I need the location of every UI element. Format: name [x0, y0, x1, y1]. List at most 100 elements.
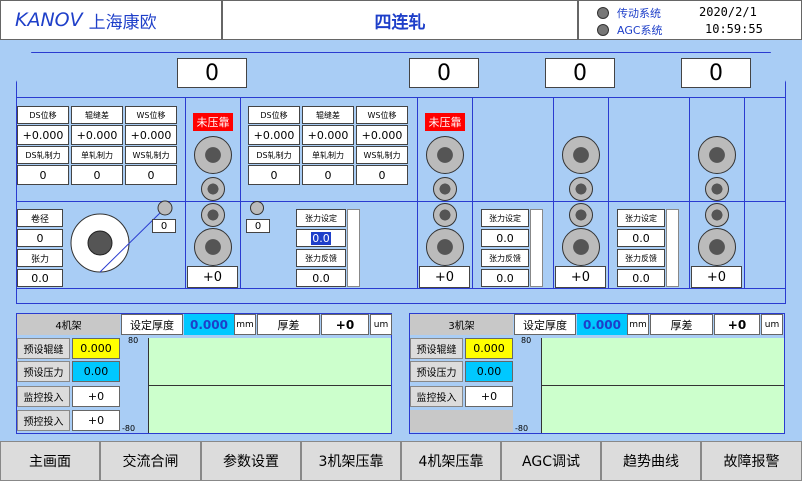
stand2-work-roll-top [569, 177, 593, 201]
coil-tension-value: 0.0 [17, 269, 63, 287]
nav-stand4-press[interactable]: 4机架压靠 [401, 441, 501, 481]
grp-a-val-gap: +0.000 [71, 125, 123, 145]
stand3-yaxis-min: -80 [515, 424, 529, 433]
page-title: 四连轧 [374, 12, 426, 33]
grp-b-val-sf: 0 [302, 165, 354, 185]
coil-small-value-2: 0 [246, 219, 270, 233]
stand4-mm-unit: mm [234, 314, 256, 335]
grp-b-label-dsf: DS轧制力 [248, 146, 300, 164]
divider [472, 97, 473, 288]
coil-small-value-1: 0 [152, 219, 176, 233]
stand3-preset-force-value[interactable]: 0.00 [465, 361, 513, 382]
nav-alarm[interactable]: 故障报警 [701, 441, 802, 481]
grp-b-label-sf: 单轧制力 [302, 146, 354, 164]
mill-panel [16, 52, 786, 304]
stand3-monitor-button[interactable]: 监控投入 [410, 386, 463, 407]
stand4-preset-force-button[interactable]: 预设压力 [17, 361, 70, 382]
grp-a-label-ws: WS位移 [125, 106, 177, 124]
nav-agc-debug[interactable]: AGC调试 [501, 441, 601, 481]
stand3-um-unit: um [761, 314, 783, 335]
strip-line [16, 201, 786, 202]
tension3-fb-value: 0.0 [617, 269, 665, 287]
divider [608, 97, 609, 288]
stand4-backup-roll-top [194, 136, 232, 174]
stand4-preset-ctrl-button[interactable]: 预控投入 [17, 410, 70, 431]
divider [240, 97, 241, 288]
grp-b-label-ds: DS位移 [248, 106, 300, 124]
grp-b-label-ws: WS位移 [356, 106, 408, 124]
panel-bottom-line1 [16, 288, 786, 289]
stand3-set-thick-value[interactable]: 0.000 [577, 314, 627, 335]
tension2-set-value[interactable]: 0.0 [481, 229, 529, 247]
stand4-trend-plot [148, 338, 391, 433]
status-agc-label: AGC系统 [617, 24, 663, 37]
nav-params[interactable]: 参数设置 [201, 441, 301, 481]
coil-diameter-label: 卷径 [17, 209, 63, 227]
tension2-fb-label: 张力反馈 [481, 249, 529, 267]
stand3-diff-value: +0 [714, 314, 760, 335]
stand3-preset-gap-value[interactable]: 0.000 [465, 338, 513, 359]
stand1-work-roll-top [705, 177, 729, 201]
grp-a-val-ds: +0.000 [17, 125, 69, 145]
divider [553, 97, 554, 288]
stand4-preset-gap-value[interactable]: 0.000 [72, 338, 120, 359]
status-drive-label: 传动系统 [617, 7, 661, 20]
grp-b-label-gap: 辊缝差 [302, 106, 354, 124]
grp-a-val-ws: +0.000 [125, 125, 177, 145]
stand1-bottom-value: +0 [691, 266, 742, 288]
tension1-fb-label: 张力反馈 [296, 249, 346, 267]
header-date: 2020/2/1 [699, 5, 757, 19]
grp-a-label-wsf: WS轧制力 [125, 146, 177, 164]
stand1-work-roll-bottom [705, 203, 729, 227]
stand3-backup-roll-top [426, 136, 464, 174]
stand4-preset-force-value[interactable]: 0.00 [72, 361, 120, 382]
grp-a-label-dsf: DS轧制力 [17, 146, 69, 164]
grp-a-label-ds: DS位移 [17, 106, 69, 124]
nav-trend[interactable]: 趋势曲线 [601, 441, 701, 481]
stand1-backup-roll-bottom [698, 228, 736, 266]
tension2-set-label: 张力设定 [481, 209, 529, 227]
stand3-work-roll-bottom [433, 203, 457, 227]
stand2-work-roll-bottom [569, 203, 593, 227]
stand4-set-thick-label: 设定厚度 [121, 314, 183, 335]
coil-diameter-value: 0 [17, 229, 63, 247]
divider [185, 97, 186, 288]
header-status: 传动系统 AGC系统 2020/2/1 10:59:55 [578, 0, 802, 40]
stand4-bottom-value: +0 [187, 266, 238, 288]
stand4-yaxis-min: -80 [122, 424, 136, 433]
grp-a-val-wsf: 0 [125, 165, 177, 185]
stand2-bottom-value: +0 [555, 266, 606, 288]
stand3-preset-gap-button[interactable]: 预设辊缝 [410, 338, 463, 359]
stand4-um-unit: um [370, 314, 392, 335]
stand3-trend-plot [541, 338, 784, 433]
stand3-top-value: 0 [409, 58, 479, 88]
stand4-preset-gap-button[interactable]: 预设辊缝 [17, 338, 70, 359]
stand4-top-value: 0 [177, 58, 247, 88]
coil-graphic [70, 200, 173, 273]
stand4-set-thick-value[interactable]: 0.000 [184, 314, 234, 335]
stand4-plot-zero-line [149, 385, 391, 386]
tension3-set-value[interactable]: 0.0 [617, 229, 665, 247]
nav-ac-close[interactable]: 交流合闸 [100, 441, 201, 481]
stand1-top-value: 0 [681, 58, 751, 88]
header-time: 10:59:55 [705, 22, 763, 36]
tension1-bar [347, 209, 360, 287]
stand2-top-value: 0 [545, 58, 615, 88]
grp-a-val-dsf: 0 [17, 165, 69, 185]
tension2-fb-value: 0.0 [481, 269, 529, 287]
stand4-unpressed-badge: 未压靠 [193, 113, 233, 131]
stand3-preset-force-button[interactable]: 预设压力 [410, 361, 463, 382]
nav-stand3-press[interactable]: 3机架压靠 [301, 441, 401, 481]
status-lamp-drive [597, 7, 609, 19]
tension1-set-input[interactable]: 0.0 [296, 229, 346, 247]
stand4-preset-ctrl-value: +0 [72, 410, 120, 431]
brand-cn: 上海康欧 [88, 12, 157, 33]
divider [417, 97, 418, 288]
divider [689, 97, 690, 288]
nav-main-screen[interactable]: 主画面 [0, 441, 100, 481]
stand4-yaxis-max: 80 [128, 336, 139, 345]
stand3-monitor-value: +0 [465, 386, 513, 407]
stand4-work-roll-top [201, 177, 225, 201]
stand4-monitor-button[interactable]: 监控投入 [17, 386, 70, 407]
brand-en: KANOV [15, 9, 83, 31]
